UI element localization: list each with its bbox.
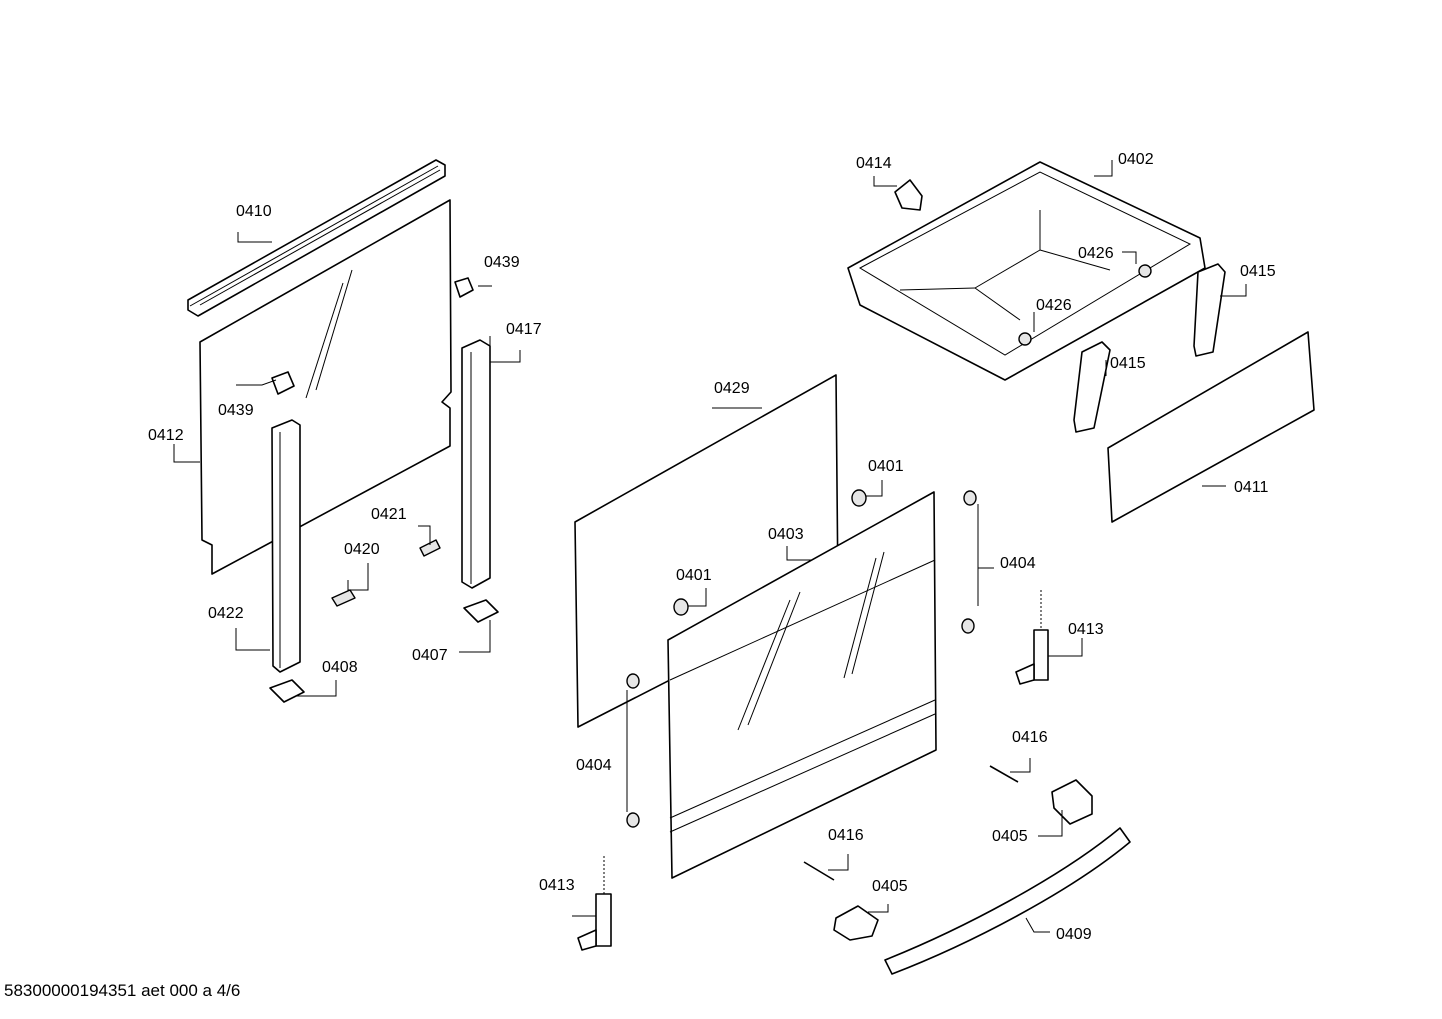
callout-0421: 0421 — [371, 506, 407, 523]
part-0403-door-panel — [667, 491, 937, 879]
callout-0426-upper: 0426 — [1078, 245, 1114, 262]
callout-0417: 0417 — [506, 321, 542, 338]
callout-0413-right: 0413 — [1068, 621, 1104, 638]
part-0407-hinge-bracket — [463, 599, 499, 623]
part-0401-spacer-lower — [673, 598, 689, 616]
part-0426-foot-a — [1138, 264, 1152, 278]
callout-0405-upper: 0405 — [992, 828, 1028, 845]
callout-0401-lower: 0401 — [676, 567, 712, 584]
part-0413-hinge-right — [1015, 590, 1049, 685]
part-0439-clip-lower — [271, 371, 295, 395]
part-0404-bumper-b — [961, 618, 975, 634]
callout-0439-lower: 0439 — [218, 402, 254, 419]
part-0420-bracket — [331, 589, 356, 607]
callout-0407: 0407 — [412, 647, 448, 664]
part-0415-clamp-right — [1193, 263, 1226, 357]
callout-0401-upper: 0401 — [868, 458, 904, 475]
callout-0410: 0410 — [236, 203, 272, 220]
callout-0404-right: 0404 — [1000, 555, 1036, 572]
part-0404-bumper-d — [626, 812, 640, 828]
callout-0426-lower: 0426 — [1036, 297, 1072, 314]
leader-lines — [173, 160, 1247, 933]
callout-0404-left: 0404 — [576, 757, 612, 774]
callout-0402: 0402 — [1118, 151, 1154, 168]
part-0402-tray — [847, 161, 1206, 381]
callout-0429: 0429 — [714, 380, 750, 397]
callout-0408: 0408 — [322, 659, 358, 676]
part-0426-foot-b — [1018, 332, 1032, 346]
part-0416-screw-upper — [989, 765, 1019, 783]
part-0421-bracket — [419, 539, 441, 557]
callout-labels: 0410 0412 0439 0439 0417 0421 0420 0422 … — [148, 151, 1276, 943]
part-0413-hinge-left — [577, 856, 612, 951]
callout-0415-right: 0415 — [1240, 263, 1276, 280]
callout-0403: 0403 — [768, 526, 804, 543]
part-0405-end-cap-upper — [1051, 779, 1093, 825]
part-0416-screw-lower — [803, 861, 835, 881]
part-0417-right-rail — [461, 339, 491, 589]
part-0410-top-trim — [187, 159, 446, 317]
part-0422-left-rail — [271, 419, 301, 673]
callout-0413-left: 0413 — [539, 877, 575, 894]
part-0404-bumper-c — [626, 673, 640, 689]
callout-0416-upper: 0416 — [1012, 729, 1048, 746]
part-0412-glass-panel — [199, 199, 452, 575]
part-0414-bracket — [894, 179, 923, 211]
part-0408-hinge-bracket — [269, 679, 305, 703]
callout-0416-lower: 0416 — [828, 827, 864, 844]
part-0401-spacer-upper — [851, 489, 867, 507]
callout-0439-upper: 0439 — [484, 254, 520, 271]
callout-0409: 0409 — [1056, 926, 1092, 943]
callout-0411: 0411 — [1234, 479, 1269, 496]
callout-0412: 0412 — [148, 427, 184, 444]
part-0439-clip-upper — [454, 277, 474, 298]
callout-0405-lower: 0405 — [872, 878, 908, 895]
part-0411-plate — [1107, 331, 1315, 523]
part-0404-bumper-a — [963, 490, 977, 506]
document-id-footer: 58300000194351 aet 000 a 4/6 — [4, 981, 241, 1000]
callout-0415-left: 0415 — [1110, 355, 1146, 372]
part-0415-clamp-left — [1073, 341, 1111, 433]
part-0409-handle — [884, 827, 1131, 975]
callout-0422: 0422 — [208, 605, 244, 622]
callout-0420: 0420 — [344, 541, 380, 558]
callout-0414: 0414 — [856, 155, 892, 172]
part-0405-end-cap-lower — [833, 905, 879, 941]
